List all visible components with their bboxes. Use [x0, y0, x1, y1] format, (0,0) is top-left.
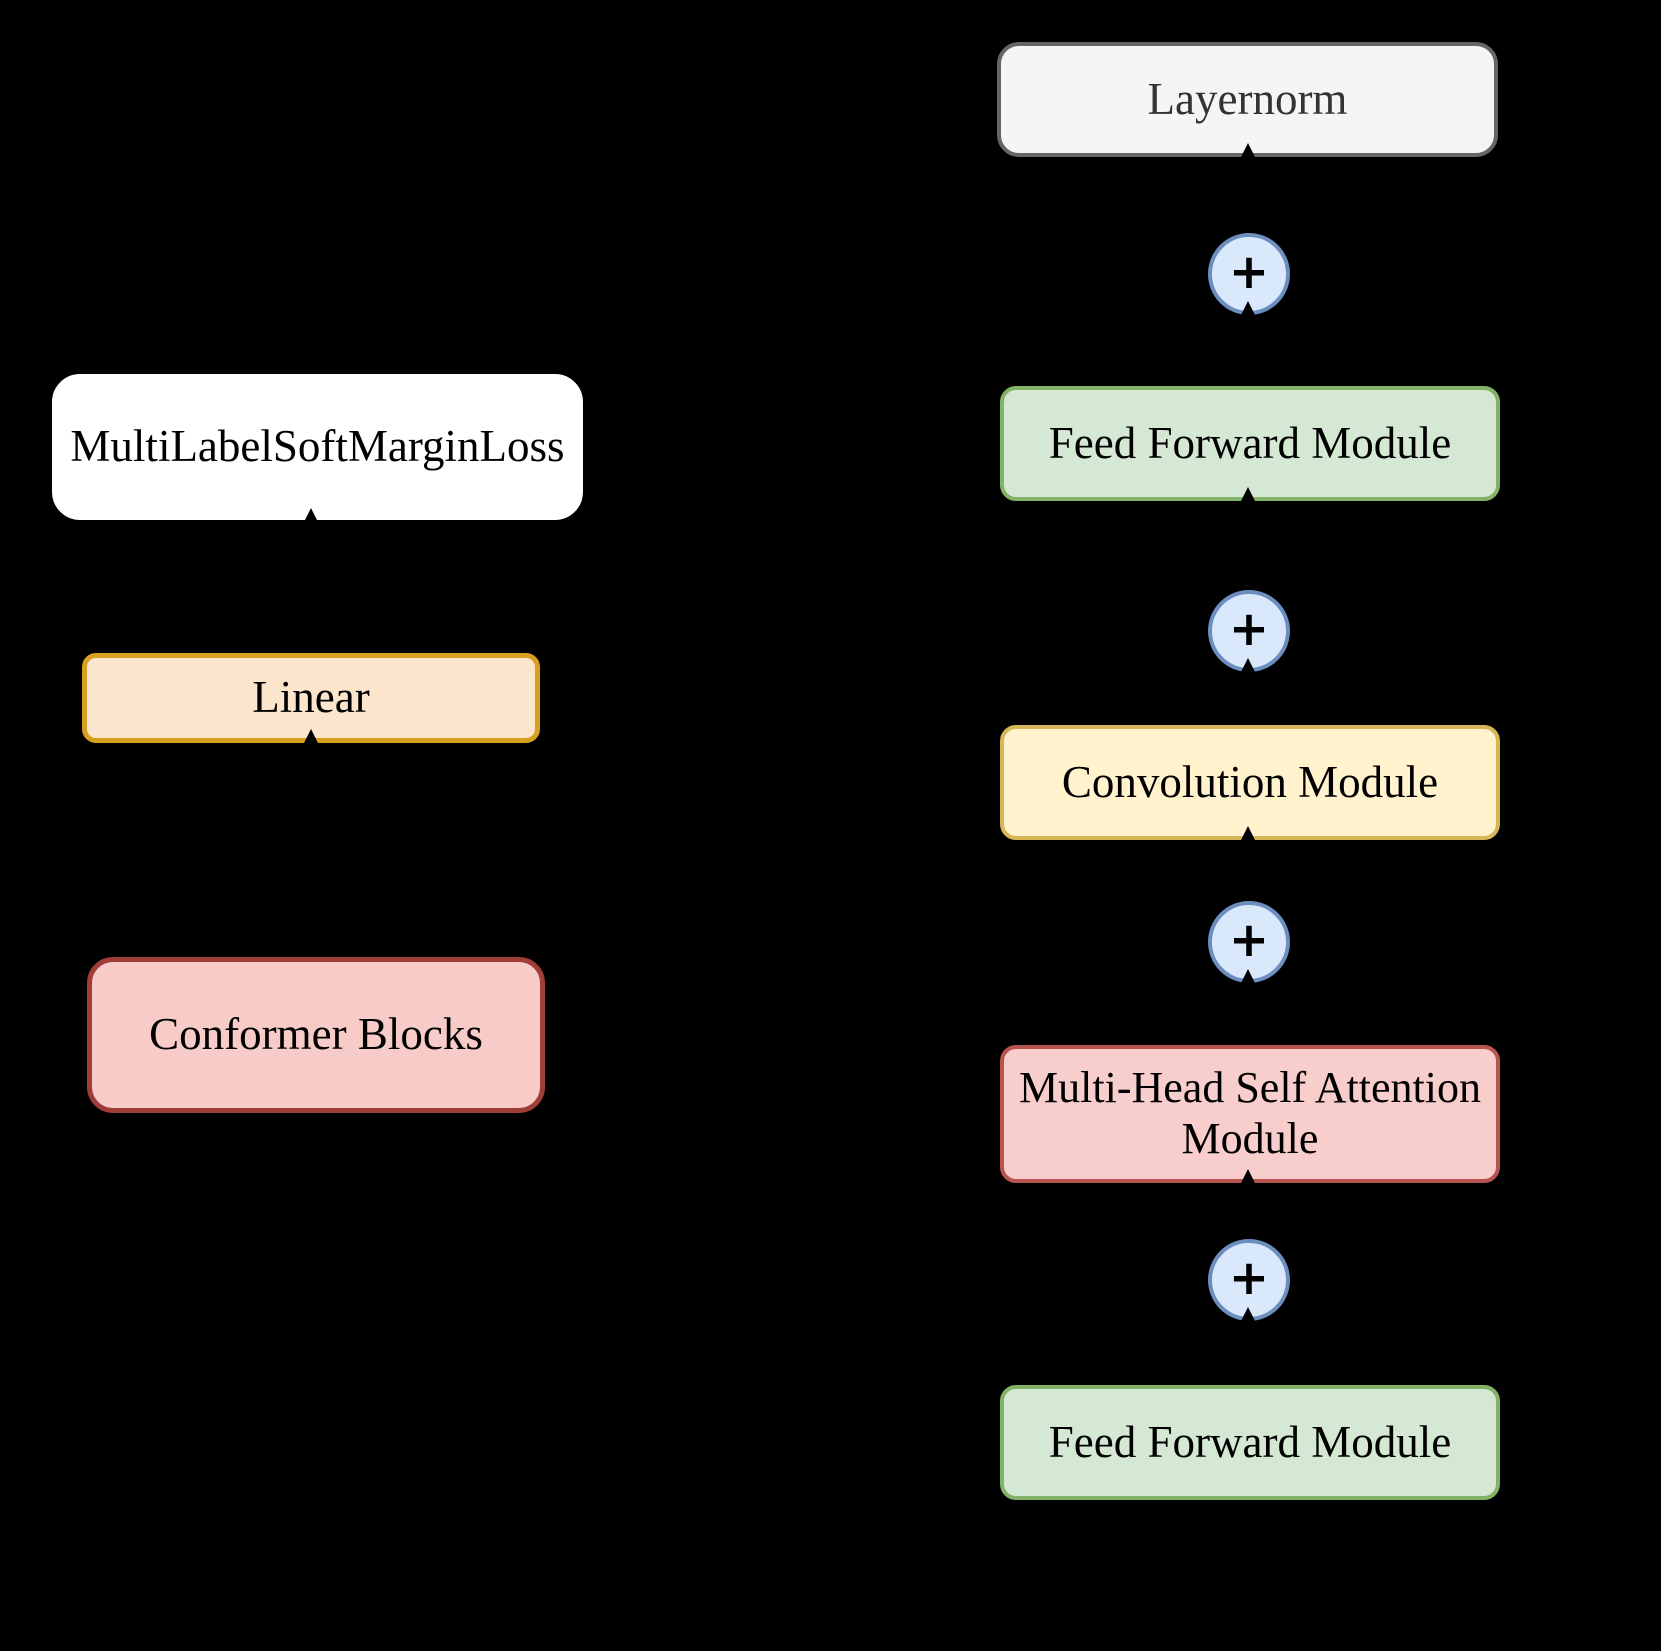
- multilabelsoftmarginloss-box: MultiLabelSoftMarginLoss: [50, 372, 585, 522]
- feed-forward-module-label: Feed Forward Module: [1048, 417, 1452, 468]
- layernorm-label: Layernorm: [1147, 73, 1348, 124]
- multi-head-self-attention-module-box: Multi-Head Self Attention Module: [1000, 1045, 1500, 1183]
- feed-forward-module-box-top: Feed Forward Module: [1000, 386, 1500, 501]
- multilabelsoftmarginloss-label: MultiLabelSoftMarginLoss: [70, 421, 565, 472]
- feed-forward-module-label: Feed Forward Module: [1048, 1416, 1452, 1467]
- connector-arrow: [1240, 143, 1256, 233]
- conformer-blocks-label: Conformer Blocks: [149, 1009, 483, 1060]
- connector-arrow: [303, 729, 319, 957]
- connector-arrow: [1240, 969, 1256, 1045]
- connector-arrow: [303, 508, 319, 653]
- linear-label: Linear: [252, 672, 370, 723]
- connector-arrow: [1240, 301, 1256, 386]
- connector-arrow: [1240, 1169, 1256, 1239]
- layernorm-box: Layernorm: [997, 42, 1498, 157]
- connector-arrow: [1240, 1307, 1256, 1385]
- linear-box: Linear: [82, 653, 540, 743]
- connector-arrow: [1240, 487, 1256, 590]
- multi-head-self-attention-label: Multi-Head Self Attention Module: [1019, 1063, 1481, 1163]
- convolution-module-label: Convolution Module: [1061, 756, 1439, 807]
- convolution-module-box: Convolution Module: [1000, 725, 1500, 840]
- feed-forward-module-box-bottom: Feed Forward Module: [1000, 1385, 1500, 1500]
- connector-arrow: [1240, 826, 1256, 901]
- conformer-blocks-box: Conformer Blocks: [87, 957, 545, 1113]
- connector-arrow: [1240, 658, 1256, 725]
